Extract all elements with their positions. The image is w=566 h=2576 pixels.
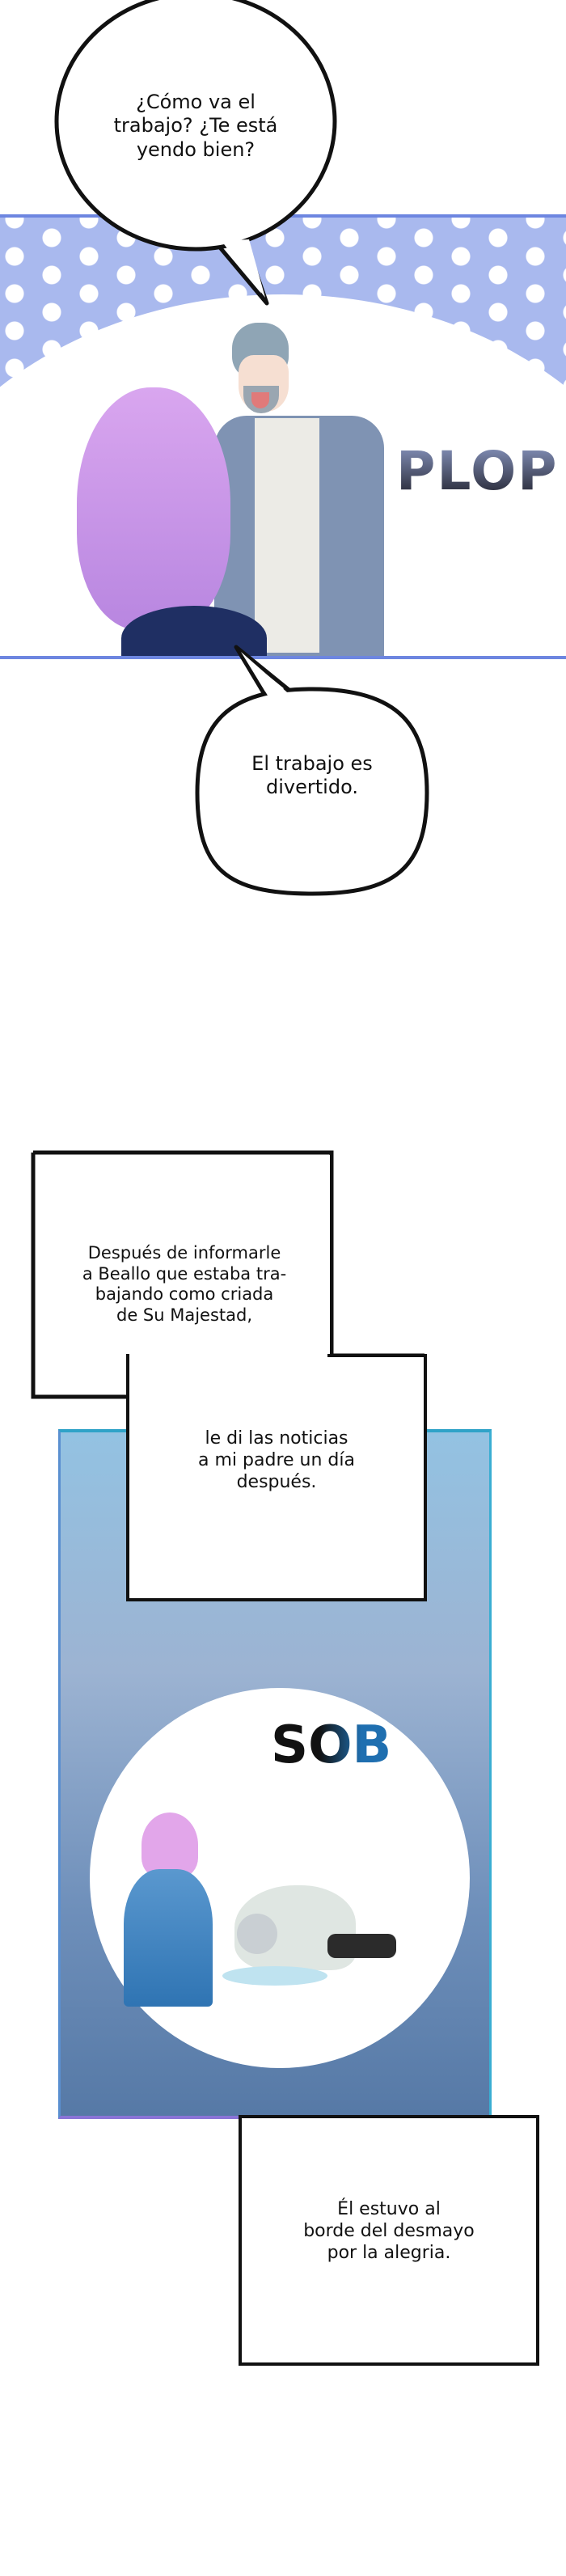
caption-line: después. (236, 1471, 317, 1492)
bubble-line: trabajo? ¿Te está (113, 114, 278, 137)
caption-2-text: le di las noticias a mi padre un día des… (129, 1428, 424, 1493)
caption-line: Él estuvo al (337, 2199, 441, 2219)
caption-line: borde del desmayo (303, 2220, 475, 2241)
speech-bubble-1: ¿Cómo va el trabajo? ¿Te está yendo bien… (50, 0, 341, 307)
caption-1-text: Después de informarle a Beallo que estab… (47, 1243, 322, 1326)
speech-bubble-1-shape (54, 0, 337, 306)
panel-hug-scene: PLOP (0, 214, 566, 659)
caption-line: por la alegria. (327, 2242, 451, 2263)
caption-line: de Su Majestad, (116, 1305, 253, 1325)
caption-join-border (327, 1354, 427, 1357)
father-kneeling-head (237, 1914, 277, 1954)
sfx-plop: PLOP (396, 440, 559, 502)
caption-line: bajando como criada (95, 1284, 274, 1305)
father-kneeling-boots (327, 1934, 396, 1958)
tear-puddle (222, 1966, 327, 1986)
father-mouth (251, 392, 269, 408)
bubble-line: yendo bien? (136, 137, 256, 161)
caption-2: le di las noticias a mi padre un día des… (126, 1354, 427, 1601)
bubble-line: ¿Cómo va el (136, 91, 256, 113)
speech-bubble-2-shape (195, 645, 429, 896)
caption-3-text: Él estuvo al borde del desmayo por la al… (242, 2199, 536, 2264)
caption-join (129, 1343, 328, 1359)
speech-bubble-1-text: ¿Cómo va el trabajo? ¿Te está yendo bien… (50, 91, 341, 162)
caption-line: le di las noticias (205, 1428, 348, 1449)
father-figure (214, 323, 392, 656)
speech-bubble-2-text: El trabajo es divertido. (191, 752, 433, 800)
speech-bubble-2: El trabajo es divertido. (191, 639, 433, 906)
caption-line: a Beallo que estaba tra- (82, 1263, 287, 1284)
daughter-small-dress (124, 1869, 213, 2007)
daughter-hair (77, 387, 230, 630)
caption-line: Después de informarle (87, 1243, 281, 1263)
bubble-line: El trabajo es (251, 752, 373, 775)
father-shirt (255, 418, 319, 653)
caption-3: Él estuvo al borde del desmayo por la al… (239, 2115, 539, 2366)
daughter-dress (121, 606, 267, 656)
bubble-line: divertido. (266, 776, 358, 799)
caption-line: a mi padre un día (198, 1449, 355, 1470)
daughter-small-hair (142, 1813, 198, 1877)
sfx-sob: SOB (271, 1715, 392, 1775)
